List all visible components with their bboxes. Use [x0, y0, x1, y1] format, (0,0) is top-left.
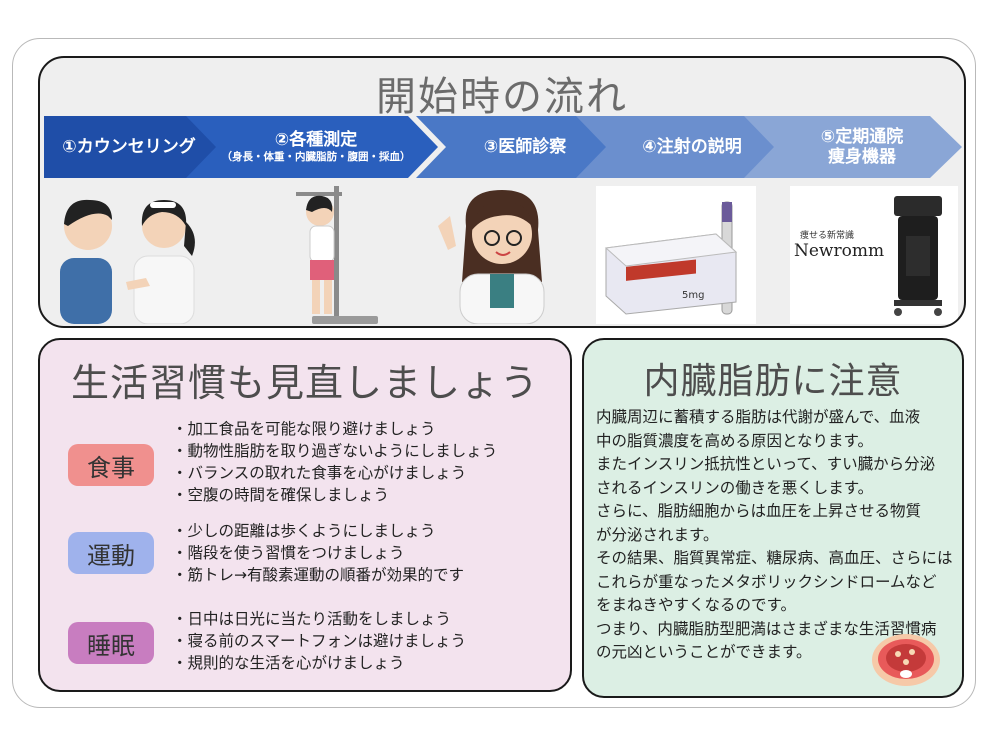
category-sleep: 睡眠 — [68, 622, 154, 664]
text-line: をまねきやすくなるのです。 — [596, 596, 796, 614]
step-arrow-4 — [576, 116, 796, 178]
meal-items: ・加工食品を可能な限り避けましょう ・動物性脂肪を取り過ぎないようにしましょう … — [172, 418, 497, 506]
step-label-2: 痩身機器 — [828, 147, 896, 167]
text-line: これらが重なったメタボリックシンドロームなど — [596, 572, 937, 591]
list-item: ・バランスの取れた食事を心がけましょう — [172, 464, 467, 482]
text-line: が分泌されます。 — [596, 525, 719, 544]
step-visit: ⑤定期通院 痩身機器 — [776, 116, 948, 178]
list-item: ・寝る前のスマートフォンは避けましょう — [172, 632, 467, 650]
visceral-fat-text: 内臓周辺に蓄積する脂肪は代謝が盛んで、血液 中の脂質濃度を高める原因となります。… — [596, 406, 956, 665]
start-flow-panel: 開始時の流れ ①カウンセリング ②各種測定 （身長・体重・内臓脂肪・腹囲・採血）… — [38, 56, 966, 328]
sleep-items: ・日中は日光に当たり活動をしましょう ・寝る前のスマートフォンは避けましょう ・… — [172, 608, 466, 674]
list-item: ・少しの距離は歩くようにしましょう — [172, 522, 436, 540]
lifestyle-title: 生活習慣も見直しましょう — [70, 361, 539, 405]
category-exercise: 運動 — [68, 532, 154, 574]
flow-title: 開始時の流れ — [376, 74, 628, 120]
doctor-illustration — [438, 190, 545, 324]
exercise-items: ・少しの距離は歩くようにしましょう ・階段を使う習慣をつけましょう ・筋トレ→有… — [172, 520, 464, 586]
measurement-illustration — [296, 186, 378, 324]
list-item: ・動物性脂肪を取り過ぎないようにしましょう — [172, 442, 498, 460]
step-measurement: ②各種測定 （身長・体重・内臓脂肪・腹囲・採血） — [212, 116, 420, 178]
list-item: ・日中は日光に当たり活動をしましょう — [172, 610, 452, 628]
visceral-fat-cross-section-icon — [872, 634, 940, 686]
flow-steps: ①カウンセリング ②各種測定 （身長・体重・内臓脂肪・腹囲・採血） ③医師診察 … — [40, 116, 964, 178]
step-label: ③医師診察 — [483, 137, 567, 157]
pen-box-dose-text: 5mg — [682, 290, 704, 301]
machine-tagline: 痩せる新常識 — [800, 229, 854, 241]
step-arrows — [44, 116, 962, 178]
text-line: つまり、内臓脂肪型肥満はさまざまな生活習慣病 — [596, 619, 937, 638]
category-meal: 食事 — [68, 444, 154, 486]
list-item: ・空腹の時間を確保しましょう — [172, 486, 390, 504]
step-counseling: ①カウンセリング — [44, 116, 214, 178]
list-item: ・規則的な生活を心がけましょう — [172, 654, 405, 672]
step-label: ④注射の説明 — [642, 137, 742, 157]
text-line: その結果、脂質異常症、糖尿病、高血圧、さらには — [596, 549, 953, 567]
slimming-machine-illustration: 痩せる新常識 Newromm — [790, 186, 958, 324]
step-label: ⑤定期通院 — [820, 127, 904, 147]
visceral-fat-title: 内臓脂肪に注意 — [643, 361, 903, 402]
text-line: 内臓周辺に蓄積する脂肪は代謝が盛んで、血液 — [596, 408, 921, 426]
counseling-illustration — [60, 199, 195, 324]
injection-pen-illustration: 5mg — [596, 186, 756, 324]
step-arrow-3 — [416, 116, 626, 178]
step-arrow-2 — [186, 116, 438, 178]
step-doctor: ③医師診察 — [440, 116, 610, 178]
text-line: またインスリン抵抗性といって、すい臓から分泌 — [596, 455, 936, 473]
list-item: ・筋トレ→有酸素運動の順番が効果的です — [172, 566, 464, 584]
text-line: 中の脂質濃度を高める原因となります。 — [596, 431, 873, 450]
step-label: ②各種測定 — [274, 130, 358, 150]
step-sublabel: （身長・体重・内臓脂肪・腹囲・採血） — [221, 151, 411, 163]
text-line: の元凶ということができます。 — [596, 643, 812, 661]
machine-brand: Newromm — [794, 241, 884, 261]
step-label: ①カウンセリング — [62, 137, 196, 157]
lifestyle-panel: 生活習慣も見直しましょう 食事 ・加工食品を可能な限り避けましょう ・動物性脂肪… — [38, 338, 572, 692]
text-line: さらに、脂肪細胞からは血圧を上昇させる物質 — [596, 502, 922, 520]
step-injection: ④注射の説明 — [606, 116, 778, 178]
visceral-fat-panel: 内臓脂肪に注意 内臓周辺に蓄積する脂肪は代謝が盛んで、血液 中の脂質濃度を高める… — [582, 338, 964, 698]
list-item: ・階段を使う習慣をつけましょう — [172, 544, 405, 562]
text-line: されるインスリンの働きを悪くします。 — [596, 478, 874, 497]
step-arrow-1 — [44, 116, 238, 178]
list-item: ・加工食品を可能な限り避けましょう — [172, 420, 436, 438]
step-arrow-5 — [744, 116, 962, 178]
